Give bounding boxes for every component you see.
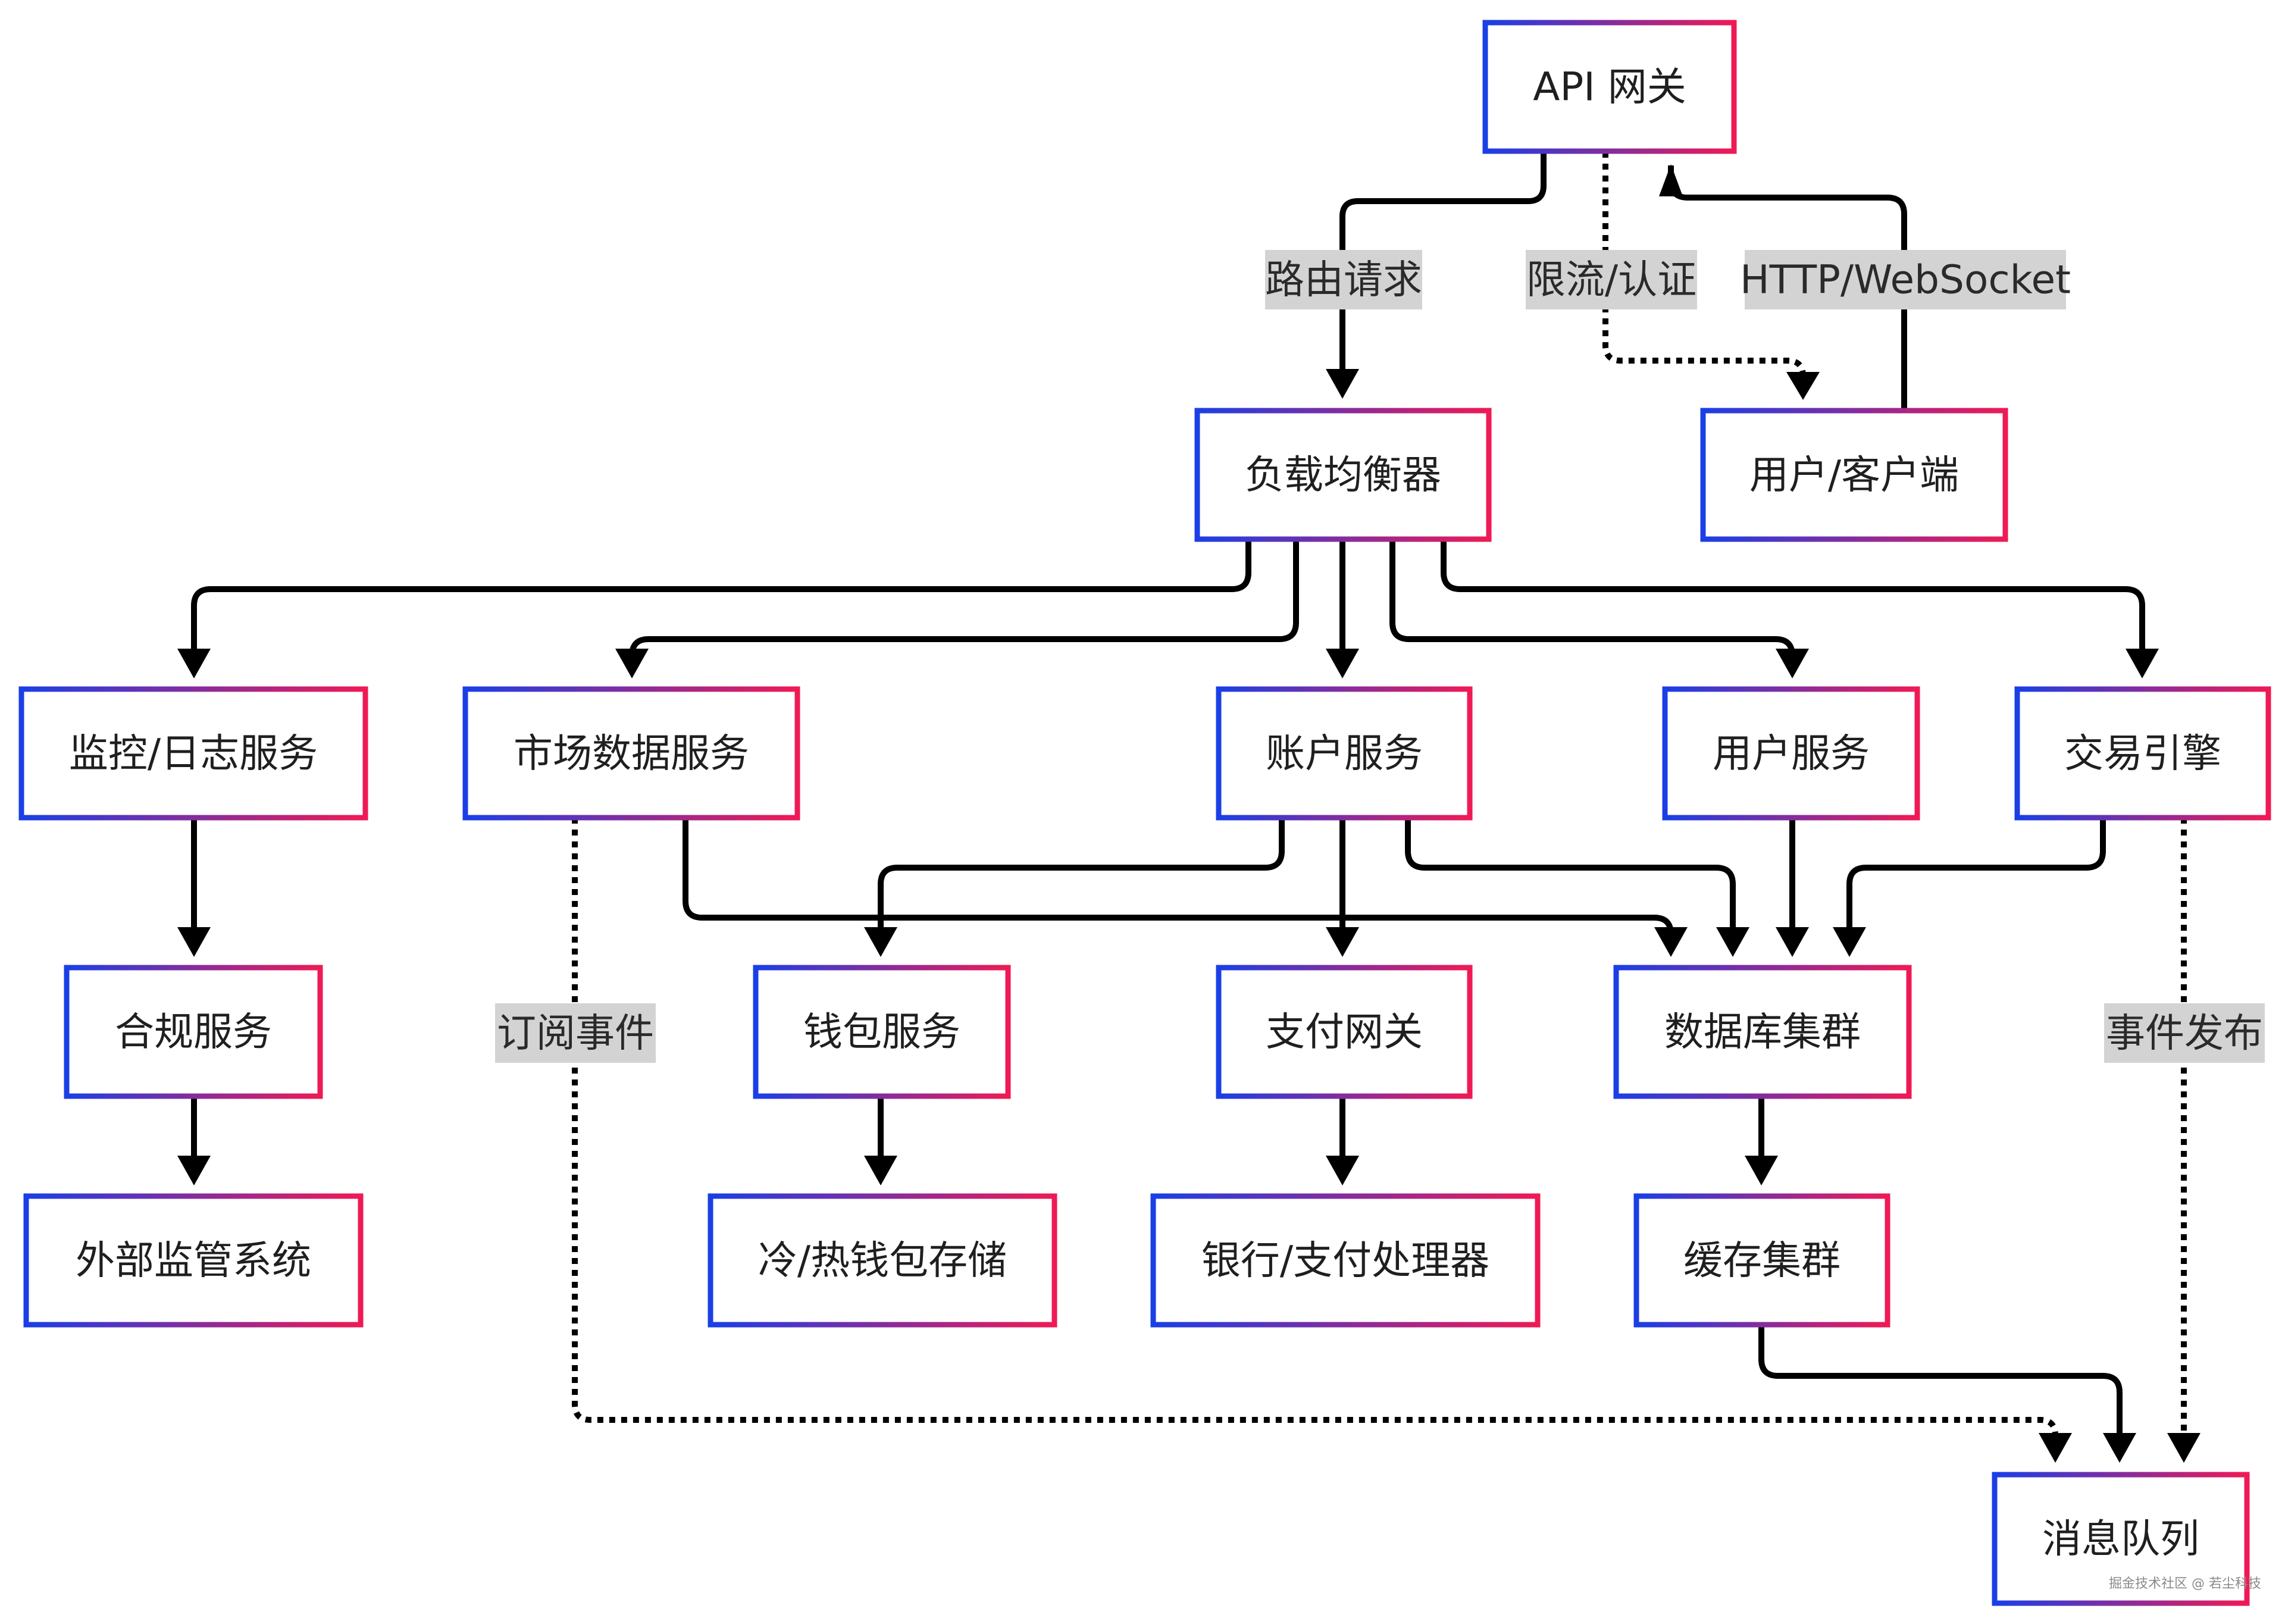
- arrowhead: [2103, 1433, 2136, 1463]
- node-market-data[interactable]: 市场数据服务: [462, 686, 800, 821]
- arrowhead: [2126, 649, 2159, 678]
- node-label: API 网关: [1533, 64, 1686, 110]
- node-account[interactable]: 账户服务: [1216, 686, 1473, 821]
- node-payment-gateway[interactable]: 支付网关: [1216, 965, 1473, 1099]
- node-label: 支付网关: [1266, 1009, 1423, 1055]
- node-label: 冷/热钱包存储: [758, 1238, 1007, 1284]
- edge-label-bg-route: [1265, 250, 1422, 309]
- edge-label-bg-ratelimit: [1526, 250, 1697, 309]
- arrowhead: [1326, 927, 1359, 957]
- edge-cache-to-mq: [1758, 1325, 2123, 1439]
- node-label: 用户服务: [1713, 731, 1870, 777]
- arrowhead: [177, 1156, 211, 1185]
- node-cache[interactable]: 缓存集群: [1633, 1193, 1890, 1328]
- edge-label-ratelimit: 限流/认证: [1526, 257, 1696, 303]
- node-user-service[interactable]: 用户服务: [1662, 686, 1920, 821]
- arrowhead: [864, 1156, 897, 1185]
- watermark: 掘金技术社区 @ 若尘科技: [2109, 1576, 2261, 1591]
- node-regulator[interactable]: 外部监管系统: [23, 1193, 364, 1328]
- edges-layer: [177, 152, 2201, 1463]
- edge-market-data-to-database: [683, 818, 1674, 937]
- arrowhead: [1326, 369, 1359, 399]
- node-label: 交易引擎: [2064, 731, 2221, 777]
- node-label: 账户服务: [1266, 731, 1423, 777]
- arrowhead: [864, 927, 897, 957]
- node-label: 钱包服务: [803, 1009, 960, 1055]
- node-label: 银行/支付处理器: [1201, 1238, 1489, 1284]
- node-label: 消息队列: [2042, 1516, 2199, 1562]
- arrowhead: [1716, 927, 1749, 957]
- edge-trading-engine-to-database: [1846, 818, 2106, 935]
- arrowhead: [177, 927, 211, 957]
- node-label: 缓存集群: [1683, 1238, 1840, 1284]
- node-api-gateway[interactable]: API 网关: [1482, 20, 1737, 154]
- node-label: 用户/客户端: [1749, 452, 1959, 498]
- edge-lb-to-user-service: [1389, 540, 1795, 656]
- edge-market-data-to-mq-dotted: [572, 818, 2058, 1437]
- node-label: 负载均衡器: [1245, 452, 1441, 498]
- node-database[interactable]: 数据库集群: [1613, 965, 1912, 1099]
- node-load-balancer[interactable]: 负载均衡器: [1194, 408, 1492, 542]
- arrowhead: [2039, 1433, 2072, 1463]
- node-label: 市场数据服务: [514, 731, 749, 777]
- edge-lb-to-market-data: [629, 540, 1299, 656]
- edge-label-publish: 事件发布: [2106, 1010, 2263, 1056]
- node-label: 监控/日志服务: [69, 731, 318, 777]
- edge-lb-to-monitoring: [191, 540, 1251, 655]
- edge-api-gateway-to-client-dotted: [1602, 152, 1806, 380]
- arrowhead: [1659, 164, 1683, 196]
- edge-account-to-database: [1405, 818, 1736, 935]
- arrowhead: [1654, 927, 1688, 957]
- arrowhead: [615, 649, 649, 678]
- node-compliance[interactable]: 合规服务: [64, 965, 323, 1099]
- edge-label-subscribe: 订阅事件: [497, 1010, 654, 1056]
- node-bank[interactable]: 银行/支付处理器: [1150, 1193, 1541, 1328]
- edge-label-bg-http: [1745, 250, 2066, 309]
- edge-label-bg-subscribe: [495, 1003, 656, 1063]
- arrowhead: [1326, 1156, 1359, 1185]
- arrowhead: [1833, 927, 1866, 957]
- nodes-layer: API 网关 负载均衡器 用户/客户端 监控/日志服务 市场数据服务 账户服务 …: [18, 20, 2271, 1606]
- arrowhead: [177, 649, 211, 678]
- node-wallet[interactable]: 钱包服务: [753, 965, 1011, 1099]
- node-message-queue[interactable]: 消息队列: [1992, 1472, 2250, 1606]
- arrowhead: [2167, 1433, 2201, 1463]
- edge-api-gateway-to-load-balancer: [1339, 152, 1547, 375]
- edge-label-http: HTTP/WebSocket: [1740, 257, 2071, 303]
- node-wallet-storage[interactable]: 冷/热钱包存储: [708, 1193, 1057, 1328]
- node-monitoring[interactable]: 监控/日志服务: [18, 686, 368, 821]
- node-trading-engine[interactable]: 交易引擎: [2014, 686, 2271, 821]
- arrowhead: [1776, 927, 1809, 957]
- arrowhead: [1776, 649, 1809, 678]
- node-label: 数据库集群: [1664, 1009, 1861, 1055]
- node-client[interactable]: 用户/客户端: [1700, 408, 2008, 542]
- arrowhead: [1786, 372, 1820, 400]
- edge-labels-layer: 路由请求 限流/认证 HTTP/WebSocket 订阅事件 事件发布: [495, 250, 2265, 1063]
- edge-label-route: 路由请求: [1265, 257, 1422, 303]
- node-label: 外部监管系统: [76, 1238, 311, 1284]
- edge-label-bg-publish: [2104, 1003, 2265, 1063]
- edge-lb-to-trading-engine: [1441, 540, 2145, 655]
- node-label: 合规服务: [115, 1009, 272, 1055]
- edge-account-to-wallet: [878, 818, 1285, 935]
- arrowhead: [1326, 649, 1359, 678]
- arrowhead: [1745, 1156, 1778, 1185]
